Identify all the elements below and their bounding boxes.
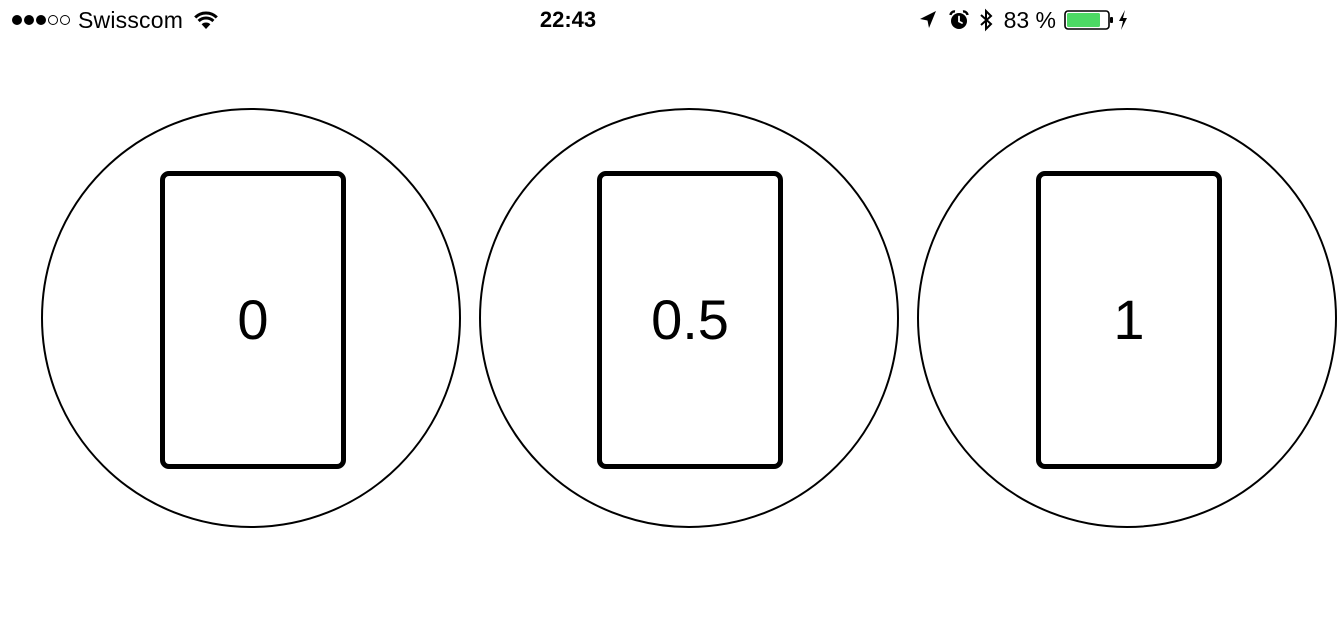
battery-fill [1067, 13, 1100, 27]
signal-strength-indicator [12, 15, 70, 25]
status-bar-right: 83 % [918, 6, 1128, 34]
card-value: 0 [237, 288, 269, 351]
card-option-1[interactable]: 0.5 [479, 108, 899, 528]
signal-dot [36, 15, 46, 25]
estimate-card[interactable]: 1 [1036, 171, 1222, 469]
card-value: 0.5 [651, 288, 729, 351]
estimate-card[interactable]: 0.5 [597, 171, 783, 469]
card-option-2[interactable]: 1 [917, 108, 1337, 528]
card-value: 1 [1113, 288, 1145, 351]
clock-time: 22:43 [539, 7, 597, 32]
signal-dot [48, 15, 58, 25]
status-bar-time-container: 22:43 [0, 6, 1136, 34]
signal-dot [24, 15, 34, 25]
carrier-name: Swisscom [78, 6, 184, 33]
wifi-icon [194, 11, 218, 29]
status-bar: Swisscom 22:43 83 % [0, 0, 1136, 40]
card-carousel[interactable]: 0 0.5 1 [0, 40, 1337, 600]
location-arrow-icon [919, 11, 936, 28]
signal-dot [60, 15, 70, 25]
signal-dot [12, 15, 22, 25]
status-bar-left: Swisscom [12, 6, 219, 34]
battery-percentage: 83 % [1003, 6, 1056, 33]
charging-bolt-icon [1119, 10, 1127, 30]
battery-icon [1064, 10, 1113, 30]
estimate-card[interactable]: 0 [160, 171, 346, 469]
alarm-clock-icon [948, 10, 969, 29]
bluetooth-icon [979, 8, 993, 32]
card-option-0[interactable]: 0 [41, 108, 461, 528]
